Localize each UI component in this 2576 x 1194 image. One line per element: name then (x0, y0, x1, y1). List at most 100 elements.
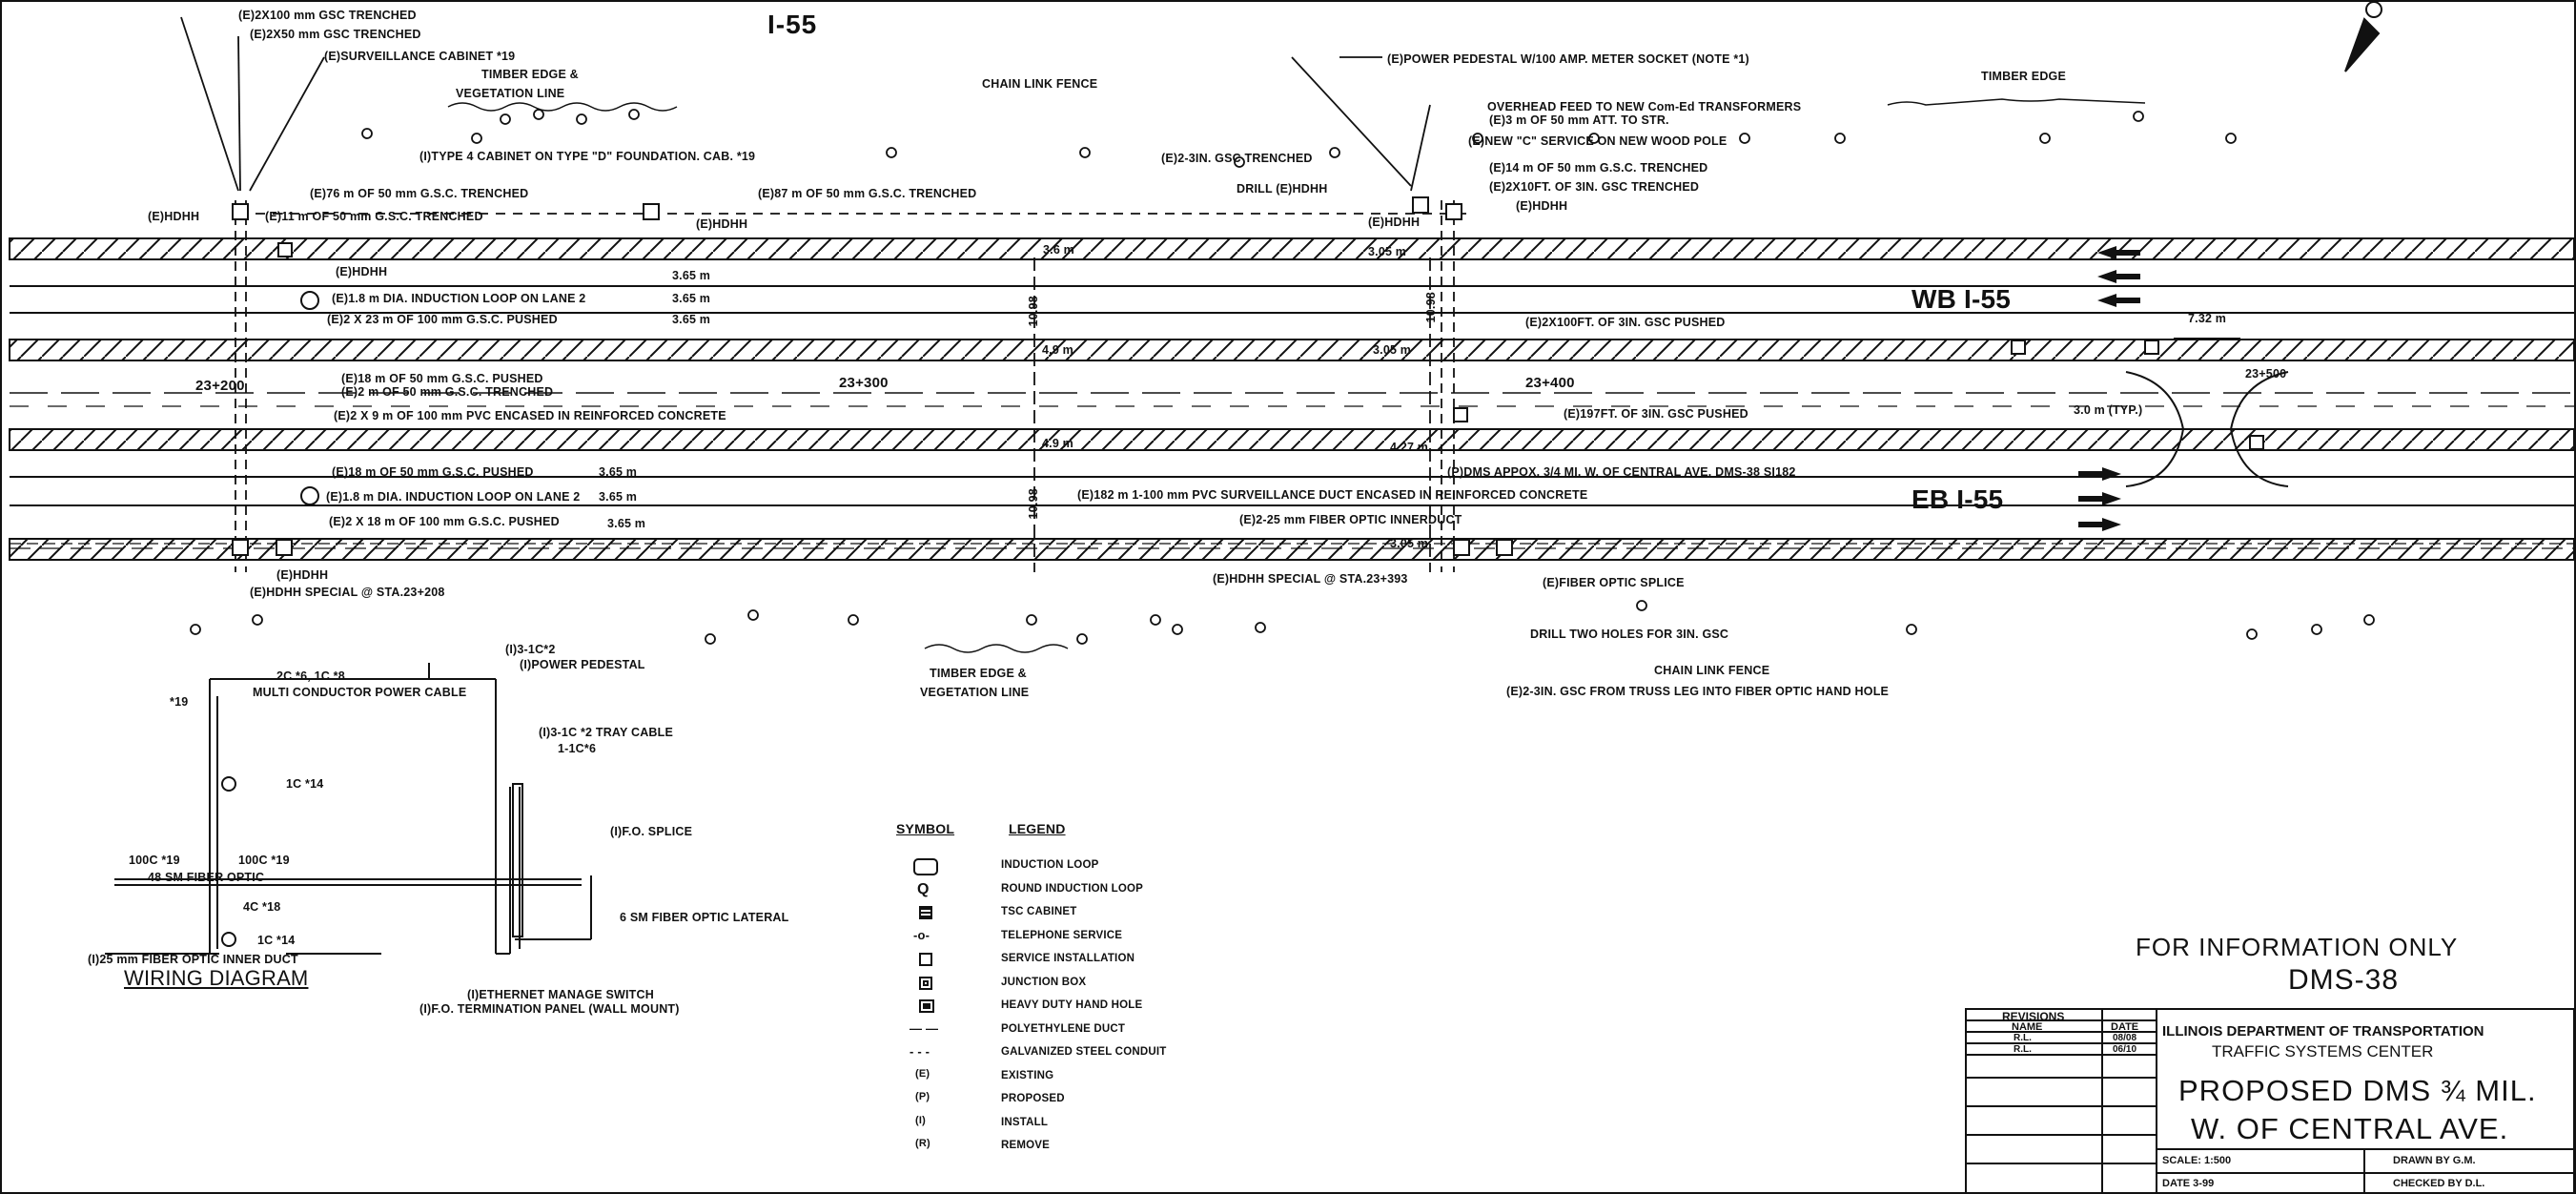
wb-label: WB I-55 (1912, 284, 2012, 314)
lane-width-4: 3.65 m (599, 465, 638, 479)
vegetation-2: VEGETATION LINE (920, 686, 1030, 699)
legend-label: SERVICE INSTALLATION (1001, 953, 1135, 964)
lane-width-2: 3.65 m (672, 292, 711, 305)
depth-1098c: 10.98 (1026, 488, 1040, 520)
hdhh-eb: (E)HDHH (276, 568, 329, 582)
legend-item: JUNCTION BOX (896, 976, 1239, 999)
legend-item: INDUCTION LOOP (896, 858, 1239, 882)
hdhh-special-208: (E)HDHH SPECIAL @ STA.23+208 (250, 586, 445, 599)
drill-two: DRILL TWO HOLES FOR 3IN. GSC (1530, 628, 1729, 641)
gsc-2x18: (E)2 X 18 m OF 100 mm G.S.C. PUSHED (329, 515, 560, 528)
sta-23400: 23+400 (1525, 375, 1575, 391)
legend-symbol-header: SYMBOL (896, 821, 955, 836)
tsc-cabinet-icon (919, 906, 932, 919)
wiring-num19: *19 (170, 695, 189, 709)
pvc-182: (E)182 m 1-100 mm PVC SURVEILLANCE DUCT … (1077, 488, 1588, 502)
legend-label: TELEPHONE SERVICE (1001, 929, 1123, 941)
traffic-arrows (2078, 246, 2140, 531)
shoulder-305b: 3.05 m (1373, 343, 1412, 357)
depth-1098b: 10.98 (1423, 292, 1438, 323)
wiring-tray-1: (I)3-1C *2 TRAY CABLE (539, 726, 674, 739)
wiring-fo-splice: (I)F.O. SPLICE (610, 825, 693, 838)
remove-icon: (R) (915, 1138, 930, 1149)
legend-label: TSC CABINET (1001, 906, 1077, 917)
hdhh-special-393: (E)HDHH SPECIAL @ STA.23+393 (1213, 572, 1408, 586)
chain-link-bottom: CHAIN LINK FENCE (1654, 664, 1770, 677)
legend-item: (I) INSTALL (896, 1114, 1239, 1140)
wiring-4c18: 4C *18 (243, 900, 281, 914)
polyethylene-duct-icon: — — (910, 1020, 939, 1036)
typ-30: 3.0 m (TYP.) (2074, 403, 2143, 417)
fiber-duct: (E)2-25 mm FIBER OPTIC INNERDUCT (1239, 513, 1462, 526)
note-gsc-11m: (E)11 m OF 50 mm G.S.C. TRENCHED (265, 210, 483, 223)
legend-item: TSC CABINET (896, 905, 1239, 929)
note-gsc-14m: (E)14 m OF 50 mm G.S.C. TRENCHED (1489, 161, 1708, 175)
note-power-pedestal: (E)POWER PEDESTAL W/100 AMP. METER SOCKE… (1387, 52, 1749, 66)
induction-loops (300, 291, 319, 505)
legend-item: — — POLYETHYLENE DUCT (896, 1022, 1239, 1046)
gsc-truss: (E)2-3IN. GSC FROM TRUSS LEG INTO FIBER … (1506, 685, 1890, 698)
pvc-2x9: (E)2 X 9 m OF 100 mm PVC ENCASED IN REIN… (334, 409, 726, 422)
wiring-ethernet: (I)ETHERNET MANAGE SWITCH (467, 988, 654, 1001)
legend-label: EXISTING (1001, 1069, 1054, 1081)
induction-loop-icon (913, 858, 938, 875)
note-hdhh-box: (E)HDHH (696, 217, 748, 231)
note-hdhh-mid-top: (E)HDHH (1368, 216, 1421, 229)
dms-truss (2125, 338, 2289, 487)
note-timber-edge-top: TIMBER EDGE (1981, 70, 2067, 83)
center-name: TRAFFIC SYSTEMS CENTER (2212, 1042, 2434, 1060)
wiring-multi-power: MULTI CONDUCTOR POWER CABLE (253, 686, 467, 699)
wiring-inner-duct: (I)25 mm FIBER OPTIC INNER DUCT (88, 953, 298, 966)
install-icon: (I) (915, 1114, 926, 1126)
heavy-duty-hand-hole-icon (919, 999, 934, 1013)
legend-label: INSTALL (1001, 1116, 1049, 1128)
legend-item: (E) EXISTING (896, 1068, 1239, 1093)
rev-row-2-name: R.L. (2014, 1044, 2032, 1055)
legend-label: POLYETHYLENE DUCT (1001, 1022, 1126, 1035)
lane-width-3: 3.65 m (672, 313, 711, 326)
legend-item: (R) REMOVE (896, 1139, 1239, 1163)
loop-wb: (E)1.8 m DIA. INDUCTION LOOP ON LANE 2 (332, 292, 586, 305)
scale: SCALE: 1:500 (2162, 1155, 2232, 1166)
hdhh-wb: (E)HDHH (336, 265, 388, 278)
agency-name: ILLINOIS DEPARTMENT OF TRANSPORTATION (2162, 1023, 2484, 1040)
legend-label: GALVANIZED STEEL CONDUIT (1001, 1046, 1167, 1058)
note-duct-100: (E)2X100 mm GSC TRENCHED (238, 9, 417, 22)
lane-lines (10, 285, 2574, 506)
gsc-197ft: (E)197FT. OF 3IN. GSC PUSHED (1564, 407, 1748, 421)
legend-list: INDUCTION LOOP Q ROUND INDUCTION LOOP TS… (896, 858, 1239, 1163)
gsc-18m-b: (E)18 m OF 50 mm G.S.C. PUSHED (332, 465, 534, 479)
note-duct-50: (E)2X50 mm GSC TRENCHED (250, 28, 421, 41)
wiring-ic2: (I)3-1C*2 (505, 643, 556, 656)
note-overhead-feed: OVERHEAD FEED TO NEW Com-Ed TRANSFORMERS (1487, 100, 1802, 113)
sta-23200: 23+200 (195, 378, 245, 394)
wiring-power-pedestal: (I)POWER PEDESTAL (520, 658, 645, 671)
gsc-2m: (E)2 m OF 50 mm G.S.C. TRENCHED (341, 385, 554, 399)
shoulder-49a: 4.9 m (1042, 343, 1073, 357)
lane-width-1: 3.65 m (672, 269, 711, 282)
lane-width-6: 3.65 m (607, 517, 646, 530)
legend-item: (P) PROPOSED (896, 1092, 1239, 1116)
drawing-title: PROPOSED DMS ¾ MIL. (2178, 1074, 2537, 1107)
note-timber-edge-1: TIMBER EDGE & (481, 68, 579, 81)
north-arrow (2344, 1, 2382, 72)
wiring-100c-left: 100C *19 (129, 854, 180, 867)
legend-label: ROUND INDUCTION LOOP (1001, 882, 1144, 895)
timber-edges (447, 98, 2146, 653)
legend-label: HEAVY DUTY HAND HOLE (1001, 999, 1143, 1011)
service-installation-icon (919, 953, 932, 966)
shoulder-36: 3.6 m (1043, 243, 1074, 257)
note-chain-link-top: CHAIN LINK FENCE (982, 77, 1098, 91)
legend-item: - - - GALVANIZED STEEL CONDUIT (896, 1045, 1239, 1069)
shoulder-49b: 4.9 m (1042, 437, 1073, 450)
revisions-header: REVISIONS (2002, 1010, 2065, 1023)
date: DATE 3-99 (2162, 1178, 2215, 1189)
gsc-2x23: (E)2 X 23 m OF 100 mm G.S.C. PUSHED (327, 313, 558, 326)
rev-row-1-date: 08/08 (2113, 1033, 2137, 1043)
loop-eb: (E)1.8 m DIA. INDUCTION LOOP ON LANE 2 (326, 490, 581, 504)
lane-width-5: 3.65 m (599, 490, 638, 504)
legend-header: LEGEND (1009, 821, 1066, 836)
legend-label: PROPOSED (1001, 1093, 1065, 1104)
